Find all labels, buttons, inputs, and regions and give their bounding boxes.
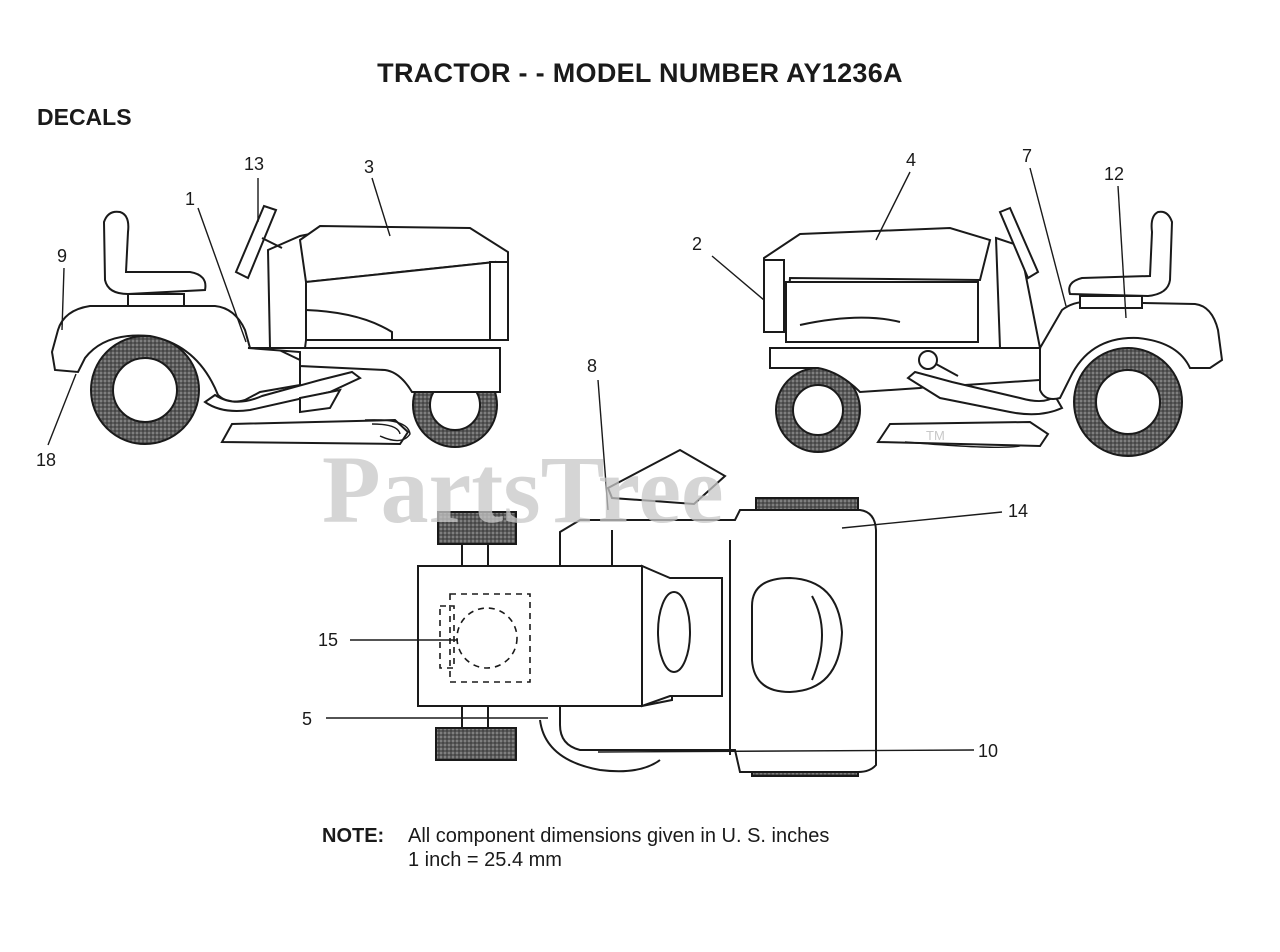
callout-18: 18 [36, 450, 56, 470]
leader-lines [47, 167, 1127, 753]
callout-5: 5 [302, 709, 312, 729]
callout-1: 1 [185, 189, 195, 209]
note-label: NOTE: [322, 825, 385, 847]
callout-10: 10 [978, 741, 998, 761]
callout-2: 2 [692, 234, 702, 254]
top-hood [417, 565, 673, 707]
top-front-tire-lower [435, 727, 517, 761]
top-decal-dashed-box [449, 593, 531, 683]
left-steering-wheel [234, 204, 278, 280]
callout-3: 3 [364, 157, 374, 177]
left-mower-deck [220, 418, 410, 446]
right-steering-wheel [998, 206, 1040, 280]
callout-13: 13 [244, 154, 264, 174]
callouts: 13 1 3 9 18 4 7 12 2 8 14 15 5 10 [36, 146, 1124, 761]
right-side-view [763, 206, 1224, 457]
left-side-view [50, 204, 509, 448]
callout-14: 14 [1008, 501, 1028, 521]
note-line-2: 1 inch = 25.4 mm [408, 849, 562, 871]
callout-15: 15 [318, 630, 338, 650]
right-seat [1068, 210, 1174, 298]
note-line-1: All component dimensions given in U. S. … [408, 825, 830, 847]
top-view [417, 448, 877, 777]
top-fuel-cap-dashed [456, 607, 518, 669]
section-label: DECALS [37, 104, 132, 130]
watermark-tm: TM [926, 428, 945, 443]
watermark: PartsTree [322, 436, 724, 543]
page-title: TRACTOR - - MODEL NUMBER AY1236A [377, 58, 903, 88]
right-mower-deck [876, 420, 1050, 448]
callout-9: 9 [57, 246, 67, 266]
callout-4: 4 [906, 150, 916, 170]
callout-8: 8 [587, 356, 597, 376]
note-block: NOTE: All component dimensions given in … [322, 824, 829, 871]
left-seat [102, 210, 207, 296]
top-front-tire-upper [437, 511, 517, 545]
callout-12: 12 [1104, 164, 1124, 184]
callout-7: 7 [1022, 146, 1032, 166]
